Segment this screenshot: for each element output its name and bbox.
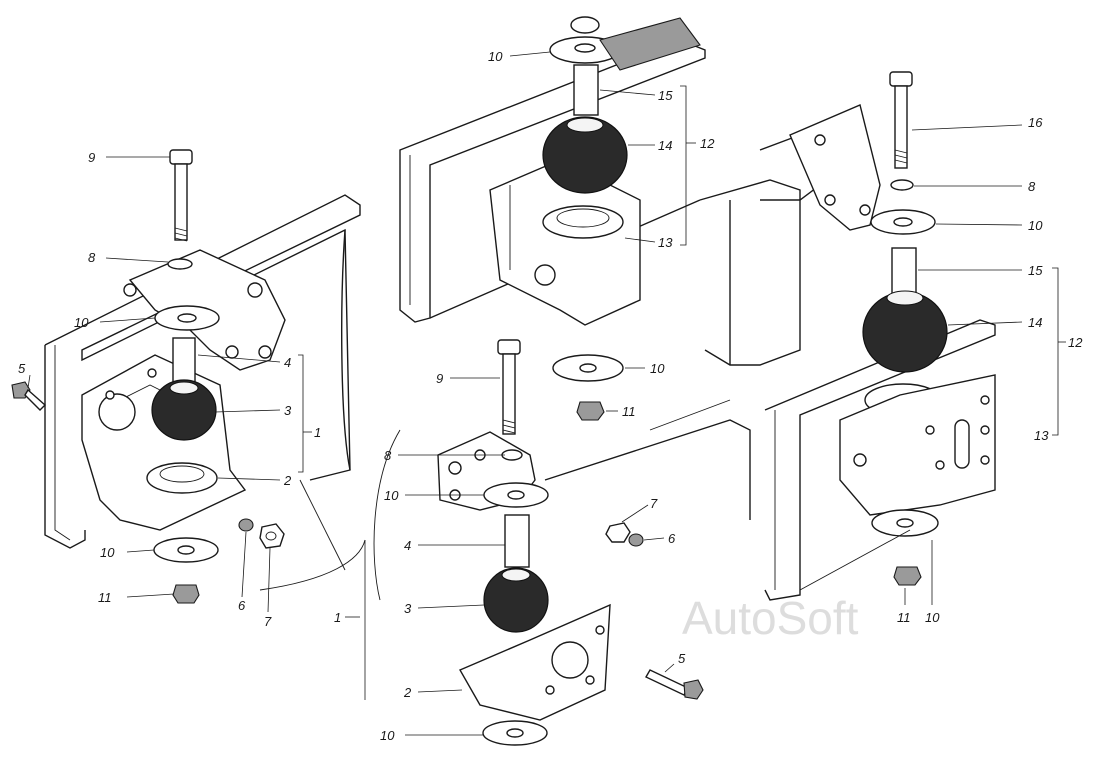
callout-10-right-upper: 10 — [1028, 218, 1043, 233]
bottom-center-mount-assembly — [373, 339, 751, 746]
callout-10-left-upper: 10 — [74, 315, 89, 330]
left-hex-nut — [259, 523, 285, 549]
bottom-center-bolt-shank — [502, 353, 516, 435]
left-engine-bracket — [81, 354, 247, 531]
bottom-center-hex-nut — [605, 522, 631, 543]
bottom-center-side-bolt — [645, 669, 689, 696]
callout-6-bottom-center: 6 — [668, 531, 676, 546]
callout-15-top-center: 15 — [658, 88, 673, 103]
top-center-nut — [576, 401, 605, 421]
center-block — [649, 179, 801, 431]
left-sleeve — [172, 337, 196, 387]
callout-13-right: 13 — [1034, 428, 1049, 443]
right-nut — [893, 566, 922, 586]
callout-8-left: 8 — [88, 250, 96, 265]
top-center-sleeve — [573, 64, 599, 116]
right-engine-bracket — [839, 374, 996, 516]
callout-16-right: 16 — [1028, 115, 1043, 130]
bottom-center-sleeve — [504, 514, 530, 568]
callout-13-top-center: 13 — [658, 235, 673, 250]
callout-1-left-bracket: 1 — [314, 425, 321, 440]
right-frame-rail — [764, 319, 996, 601]
left-lock-washer — [167, 258, 193, 270]
callout-7-bottom-center: 7 — [650, 496, 658, 511]
callout-10-left-lower: 10 — [100, 545, 115, 560]
callout-4-left: 4 — [284, 355, 291, 370]
callout-2-bottom-center: 2 — [403, 685, 412, 700]
callout-11-top-center: 11 — [622, 404, 636, 419]
right-sleeve — [891, 247, 917, 297]
left-lower-seat — [146, 462, 218, 494]
callout-2-left: 2 — [283, 473, 292, 488]
callout-8-right: 8 — [1028, 179, 1036, 194]
callout-11-right: 11 — [897, 610, 911, 625]
callout-3-left: 3 — [284, 403, 292, 418]
bottom-center-spring-washer — [628, 533, 644, 547]
callout-10-bottom-center-upper: 10 — [384, 488, 399, 503]
callout-5-bottom-center: 5 — [678, 651, 686, 666]
callout-9-left: 9 — [88, 150, 95, 165]
callout-5-left: 5 — [18, 361, 26, 376]
left-spring-washer — [238, 518, 254, 532]
callout-11-left: 11 — [98, 590, 112, 605]
callout-1-left-lower: 1 — [334, 610, 341, 625]
bottom-center-bolt-head — [497, 339, 521, 355]
callout-12-top-center: 12 — [700, 136, 715, 151]
callout-9-bottom-center: 9 — [436, 371, 443, 386]
leader-lines — [27, 51, 1066, 736]
callout-10-right-lower: 10 — [925, 610, 940, 625]
right-bolt-shank — [894, 85, 908, 169]
right-mount-assembly — [759, 71, 996, 601]
left-bolt-head — [169, 149, 193, 165]
callout-14-top-center: 14 — [658, 138, 672, 153]
right-lock-washer — [890, 179, 914, 191]
bottom-center-frame-rail — [544, 419, 751, 481]
right-bolt-head — [889, 71, 913, 87]
right-frame-bracket — [789, 104, 881, 231]
callout-6-left: 6 — [238, 598, 246, 613]
callout-7-left: 7 — [264, 614, 272, 629]
left-rubber-cushion — [151, 379, 217, 441]
watermark: AutoSoft — [682, 592, 859, 644]
top-center-mount-assembly — [399, 16, 706, 421]
callout-10-bottom-center-lower: 10 — [380, 728, 395, 743]
callout-15-right: 15 — [1028, 263, 1043, 278]
left-mount-assembly — [11, 149, 366, 604]
callout-14-right: 14 — [1028, 315, 1042, 330]
callout-3-bottom-center: 3 — [404, 601, 412, 616]
top-center-rubber-cushion — [542, 116, 628, 194]
bottom-center-engine-bracket — [459, 603, 611, 721]
callout-8-bottom-center: 8 — [384, 448, 392, 463]
left-nut — [172, 584, 200, 604]
left-bolt-shank — [174, 163, 188, 241]
top-center-lower-seat — [542, 205, 624, 239]
callout-10-top-center: 10 — [488, 49, 503, 64]
callout-12-right: 12 — [1068, 335, 1083, 350]
left-frame-rail — [44, 194, 361, 481]
bottom-center-rubber-cushion — [483, 567, 549, 633]
callout-labels: 9 8 10 5 4 3 1 2 10 11 6 7 1 10 15 14 12… — [18, 49, 1083, 743]
callout-4-bottom-center: 4 — [404, 538, 411, 553]
callout-10-top-center-lower: 10 — [650, 361, 665, 376]
